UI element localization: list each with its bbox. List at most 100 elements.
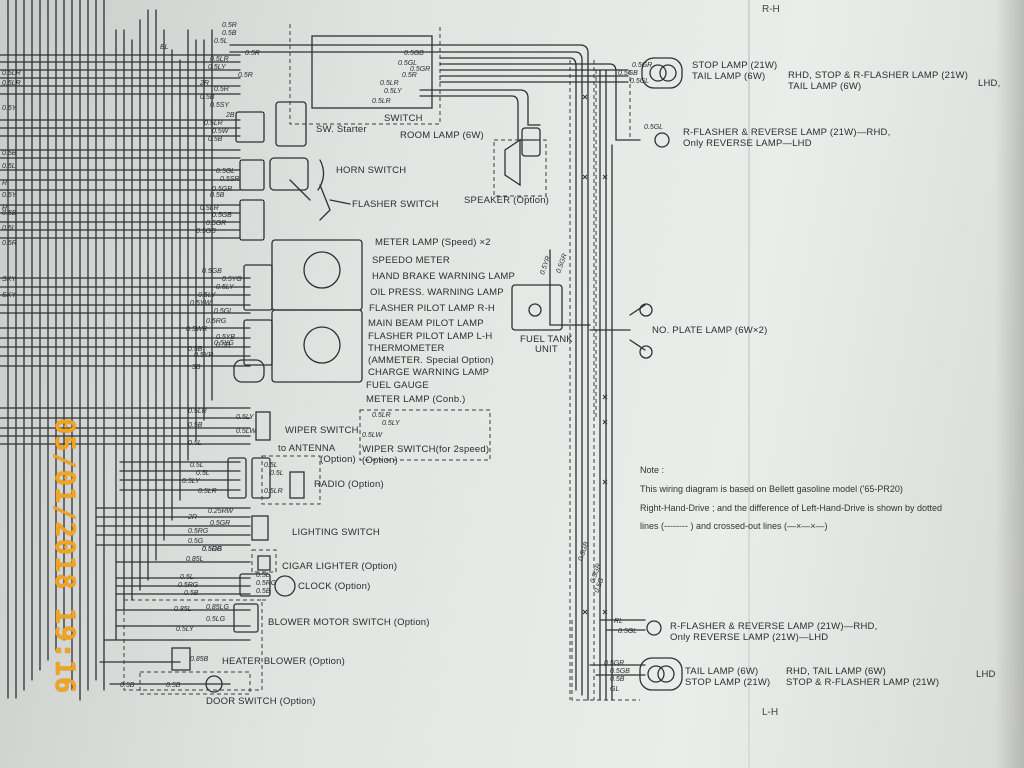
- wire-code-label: 0.5LR: [2, 80, 21, 87]
- wire-code-label: 0.5LY: [182, 478, 200, 485]
- hand-brake-label: HAND BRAKE WARNING LAMP: [372, 271, 516, 282]
- wire-code-label: 0.5LY: [198, 292, 216, 299]
- wire-code-label: 0.5B: [188, 422, 203, 429]
- charge-warning-label: CHARGE WARNING LAMP: [368, 367, 490, 378]
- sw-starter-label: SW. Starter: [316, 124, 367, 135]
- speedo-meter-label: SPEEDO METER: [372, 255, 450, 266]
- meter-lamp-speed-label: METER LAMP (Speed) ×2: [375, 237, 491, 248]
- wire-code-label: 0.5R: [214, 86, 229, 93]
- wire-code-label: 0.5GB: [202, 268, 222, 275]
- wire-code-label: 0.5LY: [384, 88, 402, 95]
- note-title: Note :: [640, 465, 665, 475]
- wire-code-label: 0.5GR: [212, 186, 233, 193]
- wire-code-label: 0.5GB: [404, 50, 424, 57]
- wire-code-label: 0.85B: [190, 656, 209, 663]
- wire-code-label: 0.5GL: [618, 628, 638, 635]
- wire-code-label: 0.85LG: [206, 604, 229, 611]
- no-plate-lamp-label: NO. PLATE LAMP (6W×2): [652, 325, 768, 336]
- wire-code-label: 0.5R: [2, 240, 17, 247]
- wire-code-label: 0.5GL: [644, 124, 664, 131]
- wire-code-label: 0.5G: [188, 538, 204, 545]
- wire-code-label: 0.5GR: [210, 520, 231, 527]
- wire-code-label: 0.5YG: [222, 276, 242, 283]
- wire-code-label: 0.5LR: [380, 80, 399, 87]
- thermometer-label: THERMOMETER: [368, 343, 445, 354]
- wire-code-label: 0.5R: [245, 50, 260, 57]
- wire-code-label: 0.5B: [166, 682, 181, 689]
- tail-stop-bottom-label: TAIL LAMP (6W) STOP LAMP (21W): [685, 666, 771, 688]
- wire-code-label: BL: [160, 44, 169, 51]
- wire-code-label: 0.5YB: [216, 334, 236, 341]
- wire-code-label: 0.5LW: [236, 428, 256, 435]
- wire-code-label: 0.5GL: [398, 60, 418, 67]
- wire-code-label: 0.5R: [222, 22, 237, 29]
- radio-label: RADIO (Option): [314, 479, 384, 490]
- antenna-option-label: (Option): [320, 454, 356, 465]
- wire-code-label: 0.5LR: [200, 205, 219, 212]
- wire-code-label: 0.5YW: [190, 300, 212, 307]
- wire-code-label: 0.5B: [2, 150, 17, 157]
- wire-code-label: 0.5GL: [216, 168, 236, 175]
- wire-code-label: 0.5WR: [186, 326, 208, 333]
- door-switch-label: DOOR SWITCH (Option): [206, 696, 316, 707]
- wire-code-label: R: [2, 205, 8, 212]
- lh-corner-label: L-H: [762, 707, 779, 718]
- wire-code-label: 0.5L: [188, 440, 202, 447]
- wire-code-label: 0.5RG: [256, 580, 277, 587]
- lhd-bottom-label: LHD: [976, 669, 996, 680]
- wire-code-label: 0.5LR: [2, 70, 21, 77]
- fuel-gauge-label: FUEL GAUGE: [366, 380, 429, 391]
- wire-code-label: 0.5RG: [202, 546, 223, 553]
- wire-code-label: 0.5LR: [188, 408, 207, 415]
- wire-code-label: 0.5LY: [236, 414, 254, 421]
- wire-code-label: 0.5GB: [610, 668, 630, 675]
- wire-code-label: 0.5LR: [264, 488, 283, 495]
- wire-code-label: SKY: [2, 276, 17, 283]
- wire-code-label: 0.5LW: [362, 432, 382, 439]
- wire-code-label: 0.5L: [190, 462, 204, 469]
- flasher-switch-label: FLASHER SWITCH: [352, 199, 439, 210]
- heater-blower-label: HEATER BLOWER (Option): [222, 656, 345, 667]
- rhd-bottom-label: RHD, TAIL LAMP (6W) STOP & R-FLASHER LAM…: [786, 666, 940, 688]
- cigar-lighter-label: CIGAR LIGHTER (Option): [282, 561, 398, 572]
- wire-code-label: 0.5GL: [630, 78, 650, 85]
- switch-label: SWITCH: [384, 113, 423, 124]
- wire-code-label: 0.5B: [216, 342, 231, 349]
- note-line-2: Right-Hand-Drive ; and the difference of…: [640, 503, 942, 513]
- wire-code-label: 0.5R: [238, 72, 253, 79]
- horn-switch-label: HORN SWITCH: [336, 165, 407, 176]
- wire-code-label: 0.5GB: [212, 212, 232, 219]
- rhd-top-label: RHD, STOP & R-FLASHER LAMP (21W) TAIL LA…: [788, 70, 969, 92]
- wire-code-label: 0.5B: [222, 30, 237, 37]
- wire-code-label: 0.5GR: [604, 660, 625, 667]
- wire-code-label: 2R: [200, 80, 209, 87]
- wire-code-label: 0.5GB: [618, 70, 638, 77]
- wire-code-label: 0.5R: [402, 72, 417, 79]
- rflasher-bottom-label: R-FLASHER & REVERSE LAMP (21W)—RHD,: [670, 621, 878, 632]
- wire-code-label: 0.5B: [208, 136, 223, 143]
- wire-code-label: 0.5LG: [206, 616, 226, 623]
- wire-code-label: 0.5L: [264, 462, 278, 469]
- wire-code-label: 0.25RW: [208, 508, 234, 515]
- ammeter-label: (AMMETER. Special Option): [368, 355, 494, 366]
- wire-code-label: 0.5GR: [632, 62, 653, 69]
- wire-code-label: 0.5B: [120, 682, 135, 689]
- wire-code-label: 0.5L: [180, 574, 194, 581]
- wire-code-label: 0.5GR: [206, 220, 227, 227]
- wire-code-label: 0.5L: [214, 38, 228, 45]
- wiper-switch-label: WIPER SWITCH: [285, 425, 359, 436]
- note-line-1: This wiring diagram is based on Bellett …: [640, 484, 903, 494]
- wire-code-label: 0.5RG: [206, 318, 227, 325]
- wire-code-label: 0.5B: [2, 210, 17, 217]
- wire-code-label: SKY: [2, 292, 17, 299]
- wire-code-label: 0.5LR: [204, 120, 223, 127]
- wire-code-label: 0.5Y: [2, 105, 17, 112]
- only-reverse-bottom-label: Only REVERSE LAMP (21W)—LHD: [670, 632, 829, 643]
- wire-code-label: GL: [610, 686, 620, 693]
- only-reverse-top-label: Only REVERSE LAMP—LHD: [683, 138, 812, 149]
- wire-code-label: 0.5LR: [198, 488, 217, 495]
- wire-code-label: 0.5B: [200, 94, 215, 101]
- wire-code-label: 0.5LR: [210, 56, 229, 63]
